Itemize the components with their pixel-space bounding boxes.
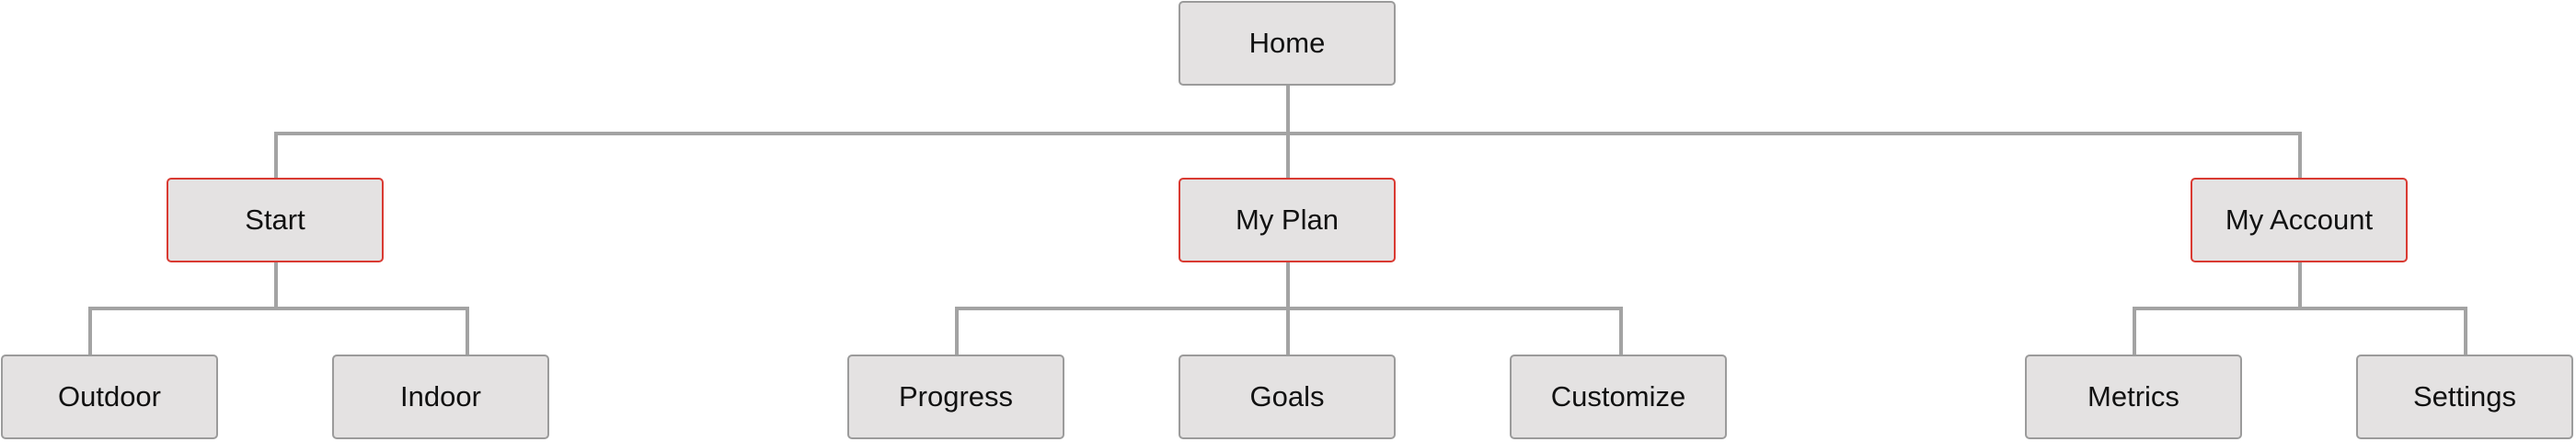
node-my-account[interactable]: My Account <box>2191 178 2408 262</box>
node-indoor[interactable]: Indoor <box>332 355 549 439</box>
node-outdoor[interactable]: Outdoor <box>1 355 218 439</box>
node-goals-label: Goals <box>1249 380 1325 413</box>
node-metrics-label: Metrics <box>2087 380 2179 413</box>
node-my-plan-label: My Plan <box>1236 204 1339 236</box>
node-my-plan[interactable]: My Plan <box>1179 178 1396 262</box>
node-settings-label: Settings <box>2412 380 2516 413</box>
node-home[interactable]: Home <box>1179 1 1396 86</box>
node-start-label: Start <box>245 204 305 236</box>
node-my-account-label: My Account <box>2225 204 2374 236</box>
node-metrics[interactable]: Metrics <box>2025 355 2242 439</box>
node-settings[interactable]: Settings <box>2356 355 2573 439</box>
node-progress[interactable]: Progress <box>847 355 1064 439</box>
node-home-label: Home <box>1248 27 1326 59</box>
node-progress-label: Progress <box>898 380 1014 413</box>
node-goals[interactable]: Goals <box>1179 355 1396 439</box>
node-indoor-label: Indoor <box>400 380 481 413</box>
node-start[interactable]: Start <box>167 178 384 262</box>
node-customize-label: Customize <box>1550 380 1686 413</box>
node-customize[interactable]: Customize <box>1510 355 1727 439</box>
node-outdoor-label: Outdoor <box>57 380 161 413</box>
